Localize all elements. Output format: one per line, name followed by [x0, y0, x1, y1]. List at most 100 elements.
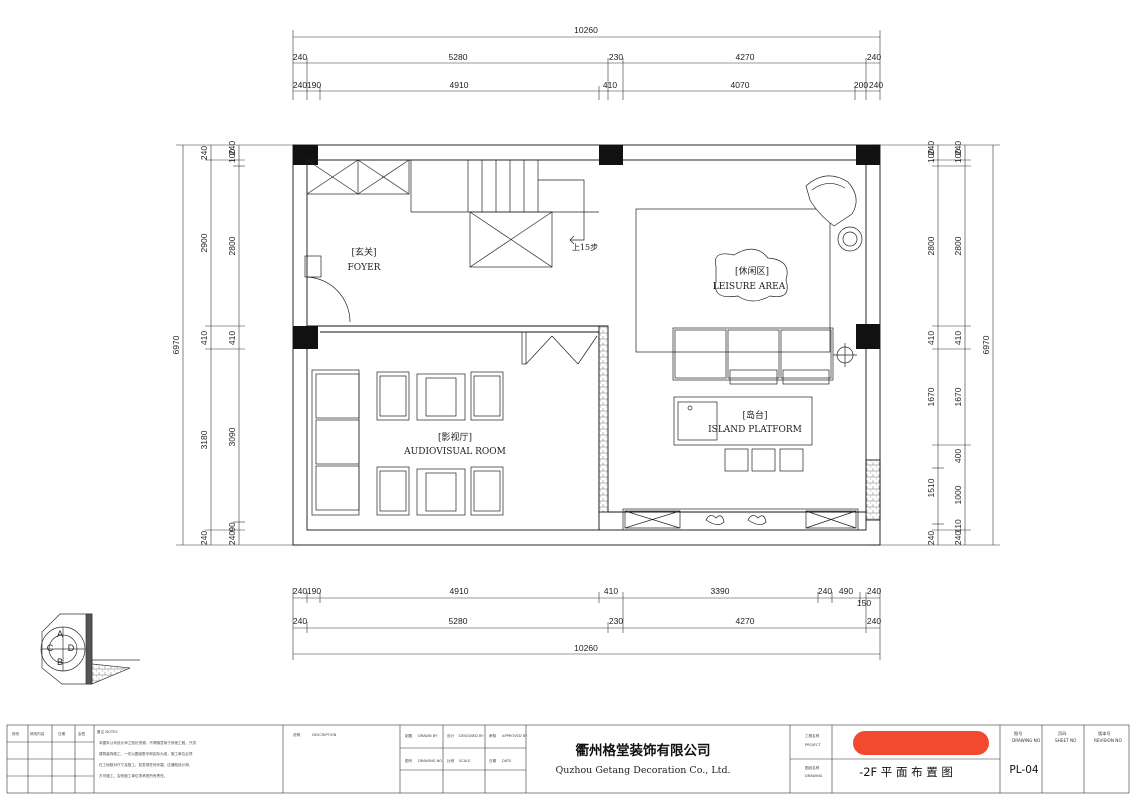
- dim-top-row3: 200: [854, 80, 868, 90]
- dim-bottom-row1: 240: [818, 586, 832, 596]
- walls: [292, 144, 881, 546]
- tb-staff-label: 制图: [405, 733, 413, 738]
- dim-right-inner: 110: [953, 519, 963, 533]
- dim-left-inner: 90: [227, 522, 237, 532]
- tb-staff-en: SCALE: [459, 759, 471, 763]
- dim-bottom-row1: 240: [867, 586, 881, 596]
- tb-right-en: REVISION NO: [1094, 738, 1122, 743]
- structural-columns: [293, 145, 880, 349]
- dim-right-inner: 2800: [953, 236, 963, 255]
- tb-col-header: 修改: [12, 731, 20, 736]
- tb-notes-line: 建筑装饰施工，一切以图纸数字和实际为准，施工单位必须: [99, 751, 193, 756]
- dim-right-inner: 1670: [953, 387, 963, 406]
- tb-right-label: 页码: [1058, 730, 1066, 737]
- dim-bottom-row1: 3390: [711, 586, 730, 596]
- compass-letter: C: [47, 643, 54, 653]
- tb-drawing-label: 图纸名称: [805, 765, 820, 770]
- dim-left-inner: 240: [227, 531, 237, 545]
- dim-bottom-row2: 5280: [449, 616, 468, 626]
- tb-staff-label: 比例: [447, 758, 455, 763]
- compass-graphic: [40, 613, 140, 685]
- dim-left-outer: 2900: [199, 233, 209, 252]
- tb-notes-line: 本图本公司设计师之知识资源，不得随意用于其他工程，只供: [99, 740, 196, 745]
- dim-top-row3: 190: [307, 80, 321, 90]
- dim-bottom-row1: 4910: [450, 586, 469, 596]
- dim-right-inner: 410: [953, 331, 963, 345]
- tb-project-en: PROJECT: [805, 743, 821, 747]
- tb-staff-label: 日期: [489, 758, 497, 763]
- dim-right-outer: 2800: [926, 236, 936, 255]
- tb-staff-en: DESIGNED BY: [459, 734, 484, 738]
- title-block: [6, 724, 1130, 794]
- tb-notes-title: 备注 NOTES: [97, 729, 118, 734]
- dim-right-total: 6970: [981, 335, 991, 354]
- dim-left-inner: 240: [227, 141, 237, 155]
- dimension-lines: [176, 30, 1000, 660]
- av-label-cn: [影视厅]: [438, 431, 472, 443]
- island-label-en: ISLAND PLATFORM: [708, 425, 802, 435]
- dim-left-outer: 410: [199, 331, 209, 345]
- av-label-en: AUDIOVISUAL ROOM: [403, 447, 506, 457]
- dim-right-inner: 240: [953, 531, 963, 545]
- dim-right-inner: 1000: [953, 485, 963, 504]
- dim-left-outer: 3180: [199, 430, 209, 449]
- tb-col-header: 日期: [58, 731, 66, 736]
- project-name-highlight: [853, 731, 989, 755]
- dim-bottom-row2: 240: [867, 616, 881, 626]
- dim-right-outer: 1670: [926, 387, 936, 406]
- tb-staff-en: DATE: [502, 759, 512, 763]
- tb-project-label: 工程名称: [805, 733, 820, 738]
- dim-top-row2: 5280: [449, 52, 468, 62]
- leisure-label-cn: [休闲区]: [735, 265, 769, 277]
- foyer-label-en: FOYER: [348, 263, 381, 273]
- tb-staff-en: DRAWING NO: [418, 759, 442, 763]
- dim-bottom-row2: 4270: [736, 616, 755, 626]
- foyer-area: [304, 159, 410, 323]
- dim-left-outer: 240: [199, 531, 209, 545]
- staircase: [410, 160, 599, 268]
- dim-bottom-row1: 240: [293, 586, 307, 596]
- dimension-labels: 10260 240 5280 230 4270 240 240 190 4910…: [171, 25, 991, 653]
- island-platform: [673, 396, 813, 472]
- dim-bottom-row1: 190: [307, 586, 321, 596]
- dim-right-outer: 1510: [926, 478, 936, 497]
- compass-letter: A: [57, 629, 63, 639]
- dim-right-inner: 100: [953, 149, 963, 163]
- tb-staff-en: APPROVED BY: [502, 734, 528, 738]
- dim-bottom-row2: 240: [293, 616, 307, 626]
- tb-staff-label: 图号: [405, 758, 413, 763]
- tb-staff-label: 设计: [447, 733, 455, 738]
- company-name-cn: 衢州格堂装饰有限公司: [576, 742, 711, 759]
- bottom-cabinets: [622, 508, 859, 531]
- compass-letter: D: [68, 643, 75, 653]
- dim-bottom-extra: 150: [857, 598, 871, 608]
- tb-col-header: 会签: [78, 731, 86, 736]
- tb-col-header: 修改内容: [30, 731, 45, 736]
- dim-top-total: 10260: [574, 25, 598, 35]
- leisure-label-en: LEISURE AREA: [713, 282, 786, 292]
- dim-top-row3: 240: [869, 80, 883, 90]
- foyer-label-cn: [玄关]: [351, 246, 376, 258]
- tb-desc-en: DESCRIPTION: [312, 733, 337, 737]
- dim-right-outer: 240: [926, 531, 936, 545]
- dim-left-inner: 410: [227, 331, 237, 345]
- tb-right-en: SHEET NO: [1055, 738, 1077, 743]
- tb-right-label: 图号: [1014, 731, 1022, 737]
- dim-right-inner: 240: [953, 141, 963, 155]
- island-label-cn: [岛台]: [742, 409, 767, 421]
- tb-notes-line: 在工地核对尺寸及施工。如发现任何矛盾，应通知设计师，: [99, 762, 192, 767]
- tb-right-label: 版本号: [1098, 730, 1111, 737]
- tb-staff-en: DRAWN BY: [418, 734, 438, 738]
- dim-left-inner: 2800: [227, 236, 237, 255]
- dim-top-row2: 240: [867, 52, 881, 62]
- tb-staff-label: 审核: [489, 733, 497, 738]
- dim-top-row3: 240: [293, 80, 307, 90]
- dim-top-row3: 4070: [731, 80, 750, 90]
- audiovisual-room: [311, 331, 598, 516]
- tb-drawing-en: DRAWING: [805, 774, 823, 778]
- compass-letter: B: [57, 657, 63, 667]
- stair-note: 上15步: [572, 243, 598, 252]
- dim-right-outer: 240: [926, 141, 936, 155]
- leisure-area: [635, 175, 863, 385]
- tb-notes-line: 方可施工。否则施工单位须承担所有责任。: [99, 773, 167, 778]
